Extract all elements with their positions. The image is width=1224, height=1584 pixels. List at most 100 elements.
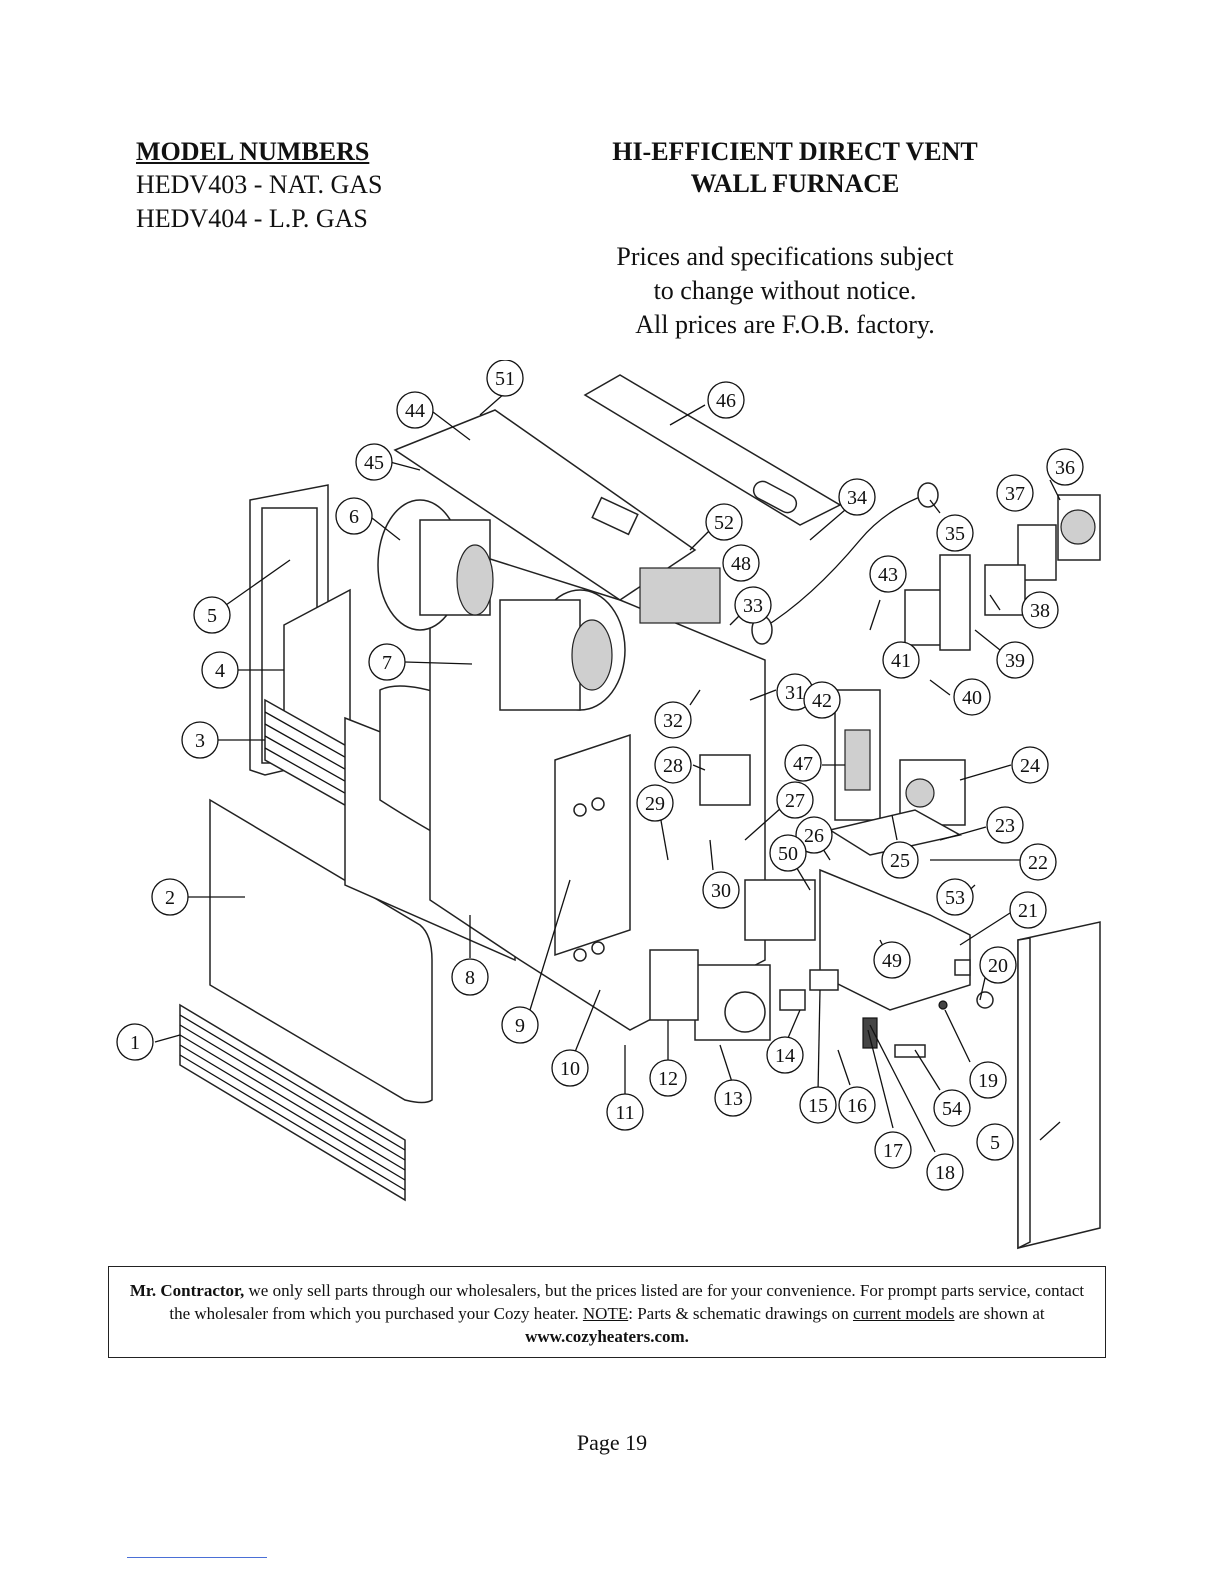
callout-43: 43	[869, 555, 907, 593]
callout-3: 3	[181, 721, 219, 759]
manifold-plate	[744, 879, 816, 941]
svg-text:17: 17	[883, 1140, 903, 1162]
svg-text:24: 24	[1020, 755, 1040, 777]
svg-text:21: 21	[1018, 900, 1038, 922]
access-plate	[554, 733, 631, 957]
vent-plate	[939, 554, 971, 651]
svg-text:46: 46	[716, 390, 736, 412]
svg-text:11: 11	[615, 1102, 634, 1124]
callout-13: 13	[714, 1079, 752, 1117]
callout-53: 53	[936, 878, 974, 916]
callout-35: 35	[936, 514, 974, 552]
callout-11: 11	[606, 1093, 644, 1131]
svg-text:23: 23	[995, 815, 1015, 837]
svg-text:8: 8	[465, 967, 475, 989]
callout-42: 42	[803, 681, 841, 719]
callout-8: 8	[451, 958, 489, 996]
website-link[interactable]: www.cozyheaters.com.	[525, 1327, 689, 1346]
svg-text:43: 43	[878, 564, 898, 586]
svg-text:52: 52	[714, 512, 734, 534]
svg-text:26: 26	[804, 825, 824, 847]
callout-39: 39	[996, 641, 1034, 679]
callout-26: 26	[795, 816, 833, 854]
callout-52: 52	[705, 503, 743, 541]
svg-text:50: 50	[778, 843, 798, 865]
vent-collar	[984, 564, 1026, 616]
top-cover	[393, 409, 697, 601]
callout-17: 17	[874, 1131, 912, 1169]
front-panel	[209, 798, 433, 1104]
louver-panel	[639, 567, 721, 624]
svg-text:19: 19	[978, 1070, 998, 1092]
svg-text:29: 29	[645, 793, 665, 815]
svg-text:9: 9	[515, 1015, 525, 1037]
page-number: Page 19	[576, 1430, 648, 1455]
switch-bracket	[779, 989, 806, 1011]
svg-text:25: 25	[890, 850, 910, 872]
callout-49: 49	[873, 941, 911, 979]
footnote-rule	[127, 1557, 267, 1558]
svg-text:37: 37	[1005, 483, 1025, 505]
callout-37: 37	[996, 474, 1034, 512]
current-models-link[interactable]: current models	[852, 1304, 955, 1323]
svg-text:48: 48	[731, 553, 751, 575]
callout-6: 6	[335, 497, 373, 535]
svg-text:13: 13	[723, 1088, 743, 1110]
svg-text:30: 30	[711, 880, 731, 902]
callout-41: 41	[882, 641, 920, 679]
callout-2: 2	[151, 878, 189, 916]
model-numbers-block: MODEL NUMBERS HEDV403 - NAT. GAS HEDV404…	[136, 136, 516, 236]
callout-50: 50	[769, 834, 807, 872]
notice-line-1: Prices and specifications subject	[616, 242, 954, 271]
svg-text:32: 32	[663, 710, 683, 732]
flex-vent-pipe	[759, 494, 926, 631]
top-cover-slot	[591, 496, 639, 536]
svg-text:3: 3	[195, 730, 205, 752]
callout-44: 44	[396, 391, 434, 429]
callout-4: 4	[201, 651, 239, 689]
model-line-2: HEDV404 - L.P. GAS	[136, 204, 368, 233]
contractor-notice-box: Mr. Contractor, we only sell parts throu…	[108, 1266, 1106, 1358]
svg-text:53: 53	[945, 887, 965, 909]
lower-grill	[179, 1003, 406, 1202]
exploded-parts-diagram: 1 2 3 4 5 6 7 8 9 10 11 12 13 14 15 16 1…	[116, 360, 1101, 1250]
callout-54: 54	[933, 1089, 971, 1127]
svg-text:38: 38	[1030, 600, 1050, 622]
clip	[894, 1044, 926, 1058]
callout-9: 9	[501, 1006, 539, 1044]
blower-gasket	[649, 949, 699, 1021]
model-numbers-title: MODEL NUMBERS	[136, 137, 370, 166]
svg-text:6: 6	[349, 506, 359, 528]
callout-48: 48	[722, 544, 760, 582]
callout-46: 46	[707, 381, 745, 419]
callout-10: 10	[551, 1049, 589, 1087]
callout-12: 12	[649, 1059, 687, 1097]
callout-24: 24	[1011, 746, 1049, 784]
note-label: NOTE	[582, 1304, 629, 1323]
callout-5-left: 5	[193, 596, 231, 634]
callout-5-right: 5	[976, 1123, 1014, 1161]
sensor-plate	[809, 969, 839, 991]
callout-16: 16	[838, 1086, 876, 1124]
callout-15: 15	[799, 1086, 837, 1124]
svg-text:35: 35	[945, 523, 965, 545]
callout-40: 40	[953, 678, 991, 716]
svg-text:12: 12	[658, 1068, 678, 1090]
svg-text:27: 27	[785, 790, 805, 812]
contractor-bold-label: Mr. Contractor,	[129, 1281, 245, 1300]
callout-29: 29	[636, 784, 674, 822]
svg-text:54: 54	[942, 1098, 962, 1120]
svg-text:1: 1	[130, 1032, 140, 1054]
svg-text:10: 10	[560, 1058, 580, 1080]
callout-14: 14	[766, 1036, 804, 1074]
svg-text:45: 45	[364, 452, 384, 474]
contractor-text-2: : Parts & schematic drawings on	[628, 1304, 853, 1323]
notice-line-2: to change without notice.	[653, 276, 917, 305]
svg-text:31: 31	[785, 682, 805, 704]
callout-labels: 1 2 3 4 5 6 7 8 9 10 11 12 13 14 15 16 1…	[116, 360, 1084, 1191]
svg-text:36: 36	[1055, 457, 1075, 479]
bracket-21	[954, 959, 971, 976]
product-title-line-2: WALL FURNACE	[690, 169, 900, 198]
callout-32: 32	[654, 701, 692, 739]
price-notice: Prices and specifications subject to cha…	[560, 240, 1010, 342]
